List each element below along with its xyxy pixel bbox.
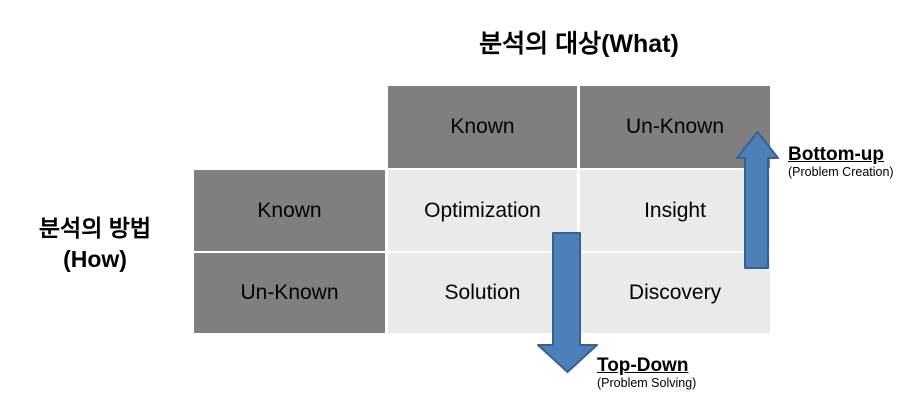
col-header-unknown: Un-Known — [580, 86, 770, 168]
row-header-unknown: Un-Known — [194, 253, 385, 333]
page-title: 분석의 대상(What) — [479, 30, 679, 58]
cell-optimization: Optimization — [388, 170, 577, 251]
bottom-up-label: Bottom-up — [788, 144, 885, 165]
bottom-up-sublabel: (Problem Creation) — [788, 165, 894, 179]
cell-solution: Solution — [388, 253, 577, 333]
cell-discovery: Discovery — [580, 253, 770, 333]
col-header-known: Known — [388, 86, 577, 168]
cell-insight: Insight — [580, 170, 770, 251]
top-down-label: Top-Down — [597, 355, 689, 376]
bottom-up-label-group: Bottom-up (Problem Creation) — [788, 144, 894, 180]
top-down-label-group: Top-Down (Problem Solving) — [597, 355, 696, 391]
row-axis-label-line1: 분석의 방법 — [38, 215, 152, 241]
top-down-sublabel: (Problem Solving) — [597, 376, 697, 390]
row-axis-label: 분석의 방법 (How) — [5, 213, 185, 275]
row-header-known: Known — [194, 170, 385, 251]
row-axis-label-line2: (How) — [63, 246, 127, 272]
